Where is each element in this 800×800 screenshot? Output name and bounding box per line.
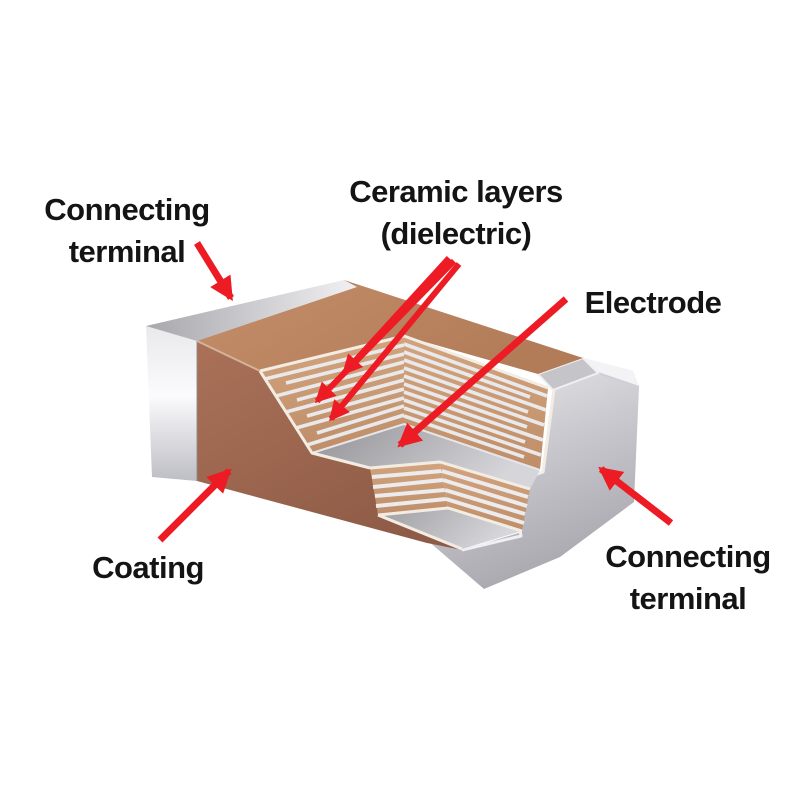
right-terminal-top-edge — [597, 372, 640, 388]
label-connecting-terminal-bottom: Connecting terminal — [578, 536, 798, 620]
label-line: terminal — [68, 234, 186, 269]
cut-edge-rims — [258, 334, 556, 551]
arrow-ceramic-layer-3 — [328, 262, 462, 422]
arrow-coating — [157, 468, 232, 543]
arrow-connecting-terminal-top — [194, 241, 234, 302]
terminal-notch-floor — [536, 356, 600, 392]
electrode-floor-lower — [378, 508, 522, 549]
label-connecting-terminal-top: Connecting terminal — [17, 189, 237, 273]
step-left-layer-stripes — [371, 469, 447, 508]
arrow-connecting-terminal-bottom — [598, 466, 674, 526]
label-line: Connecting — [44, 192, 210, 227]
arrow-ceramic-layer-2 — [314, 258, 457, 404]
step-back-cut-wall — [440, 462, 530, 531]
step-left-cut-wall — [370, 462, 448, 515]
chip-front-face-coating — [197, 341, 462, 550]
electrode-floor-upper — [312, 424, 540, 489]
left-terminal-top-strip — [146, 280, 357, 341]
label-line: terminal — [629, 581, 747, 616]
label-ceramic-layers: Ceramic layers (dielectric) — [316, 171, 596, 255]
label-electrode: Electrode — [543, 282, 763, 324]
label-line: Coating — [92, 550, 204, 585]
left-terminal-end-face — [146, 326, 197, 481]
label-coating: Coating — [38, 547, 258, 589]
top-front-edge-rim — [196, 340, 261, 372]
right-terminal-body — [427, 358, 639, 589]
step-back-layer-stripes — [441, 469, 529, 525]
arrow-electrode — [397, 296, 569, 448]
right-terminal-top-strip — [583, 358, 639, 387]
annotation-arrows — [157, 241, 674, 543]
label-line: (dielectric) — [380, 216, 532, 251]
label-line: Ceramic layers — [349, 174, 563, 209]
label-line: Connecting — [605, 539, 771, 574]
label-line: Electrode — [584, 285, 722, 320]
